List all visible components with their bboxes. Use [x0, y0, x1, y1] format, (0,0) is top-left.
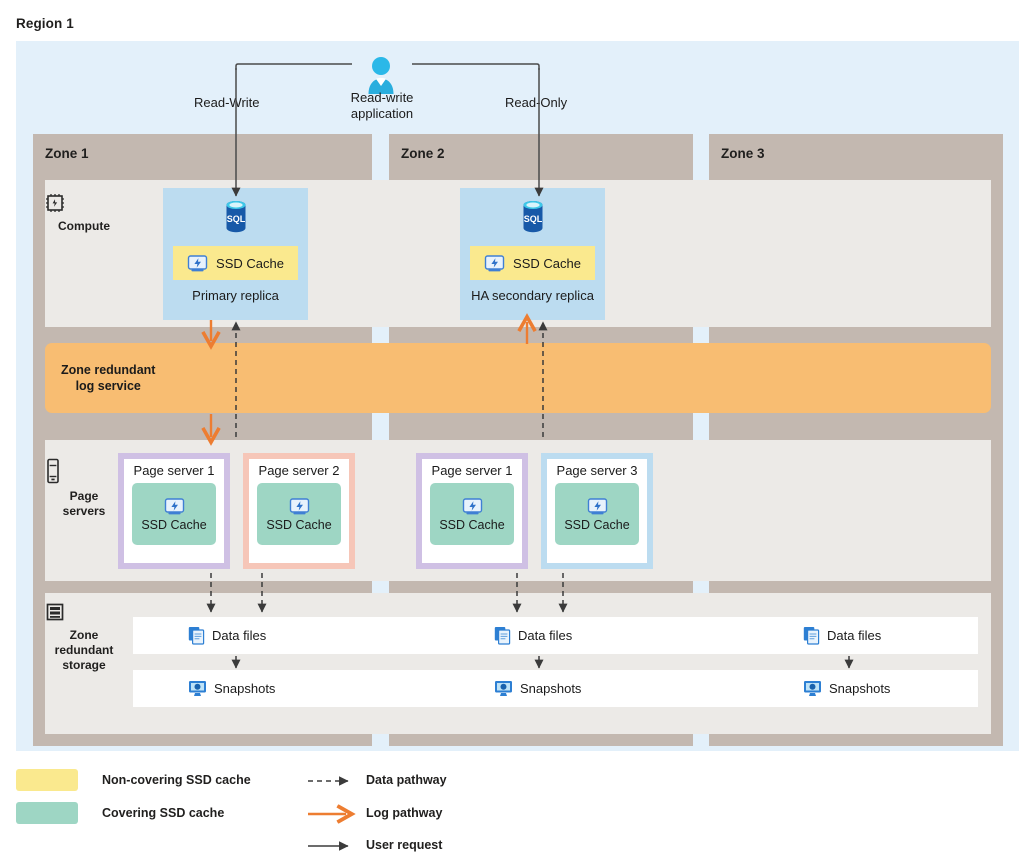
legend-label-log-pathway: Log pathway [366, 806, 443, 820]
primary-replica-ssd-cache: SSD Cache [173, 246, 298, 280]
page-server-title: Page server 3 [556, 463, 638, 478]
zone-title-3: Zone 3 [721, 145, 765, 161]
snapshots-icon [188, 679, 207, 698]
storage-row-band [45, 593, 991, 734]
data-files-icon [494, 626, 511, 645]
storage-stack-icon [44, 601, 124, 623]
data-files-label: Data files [518, 628, 573, 643]
data-files-row: Data files Data files Data files [133, 617, 978, 654]
zone-header-2: Zone 2 [389, 134, 693, 172]
page-server-title: Page server 2 [258, 463, 340, 478]
page-server-ssd-cache: SSD Cache [430, 483, 514, 545]
page-server-card-3[interactable]: Page server 1 SSD Cache [416, 453, 528, 569]
read-write-application-label: Read-write application [350, 90, 414, 121]
compute-row-label: Compute [44, 192, 124, 234]
primary-replica-name: Primary replica [192, 288, 279, 303]
snapshots-cell-zone2[interactable]: Snapshots [494, 670, 581, 707]
sql-database-icon: SQL [519, 198, 547, 238]
zone-redundant-log-service: Zone redundant log service [45, 343, 991, 413]
legend: Non-covering SSD cache Covering SSD cach… [16, 765, 1019, 865]
page-servers-label-text: Page servers [62, 489, 106, 518]
ha-secondary-replica-ssd-cache: SSD Cache [470, 246, 595, 280]
ha-secondary-replica-box[interactable]: SQL SSD Cache HA secondary replica [460, 188, 605, 320]
snapshots-label: Snapshots [520, 681, 582, 696]
sql-database-icon: SQL [222, 198, 250, 238]
page-server-card-2[interactable]: Page server 2 SSD Cache [243, 453, 355, 569]
read-write-application-avatar [365, 55, 397, 95]
page-servers-row-label: Page servers [44, 458, 124, 519]
cpu-chip-icon [44, 192, 124, 214]
storage-label-text: Zone redundant storage [54, 628, 114, 672]
legend-label-data-pathway: Data pathway [366, 773, 447, 787]
ssd-drive-icon [587, 497, 608, 516]
page-server-cache-label: SSD Cache [141, 517, 207, 532]
ssd-drive-icon [462, 497, 483, 516]
page-server-card-1[interactable]: Page server 1 SSD Cache [118, 453, 230, 569]
legend-arrow-glyphs [308, 776, 366, 851]
data-files-cell-zone3[interactable]: Data files [803, 617, 881, 654]
snapshots-label: Snapshots [829, 681, 891, 696]
data-files-icon [803, 626, 820, 645]
data-files-icon [188, 626, 205, 645]
page-server-cache-label: SSD Cache [564, 517, 630, 532]
log-service-label: Zone redundant log service [61, 363, 156, 393]
snapshots-row: Snapshots Snapshots [133, 670, 978, 707]
primary-replica-cache-label: SSD Cache [216, 255, 284, 271]
page-server-card-4[interactable]: Page server 3 SSD Cache [541, 453, 653, 569]
zone-header-3: Zone 3 [709, 134, 1003, 172]
svg-text:SQL: SQL [523, 214, 542, 224]
page-server-cache-label: SSD Cache [266, 517, 332, 532]
ssd-drive-icon [164, 497, 185, 516]
page-server-ssd-cache: SSD Cache [555, 483, 639, 545]
snapshots-cell-zone1[interactable]: Snapshots [188, 670, 275, 707]
svg-text:SQL: SQL [226, 214, 245, 224]
primary-replica-box[interactable]: SQL SSD Cache Primary replica [163, 188, 308, 320]
zone-title-1: Zone 1 [45, 145, 89, 161]
legend-label-covering: Covering SSD cache [102, 806, 225, 820]
legend-swatch-covering [16, 802, 78, 824]
storage-row-label: Zone redundant storage [44, 601, 124, 673]
page-server-ssd-cache: SSD Cache [132, 483, 216, 545]
snapshots-icon [494, 679, 513, 698]
legend-label-user-request: User request [366, 838, 443, 852]
data-files-label: Data files [212, 628, 267, 643]
snapshots-cell-zone3[interactable]: Snapshots [803, 670, 890, 707]
ha-secondary-replica-name: HA secondary replica [471, 288, 594, 303]
page-server-title: Page server 1 [133, 463, 215, 478]
ssd-drive-icon [187, 254, 208, 273]
ha-secondary-replica-cache-label: SSD Cache [513, 255, 581, 271]
legend-label-non-covering: Non-covering SSD cache [102, 773, 251, 787]
data-files-cell-zone2[interactable]: Data files [494, 617, 572, 654]
page-server-icon [44, 458, 124, 484]
page-server-ssd-cache: SSD Cache [257, 483, 341, 545]
page-server-title: Page server 1 [431, 463, 513, 478]
ssd-drive-icon [484, 254, 505, 273]
data-files-cell-zone1[interactable]: Data files [188, 617, 266, 654]
page-server-cache-label: SSD Cache [439, 517, 505, 532]
compute-label-text: Compute [58, 219, 110, 233]
data-files-label: Data files [827, 628, 882, 643]
read-write-path-label: Read-Write [194, 95, 260, 110]
read-only-path-label: Read-Only [505, 95, 568, 110]
zone-header-1: Zone 1 [33, 134, 372, 172]
ssd-drive-icon [289, 497, 310, 516]
zone-title-2: Zone 2 [401, 145, 445, 161]
legend-swatch-non-covering [16, 769, 78, 791]
snapshots-label: Snapshots [214, 681, 276, 696]
region-title: Region 1 [16, 16, 74, 31]
snapshots-icon [803, 679, 822, 698]
